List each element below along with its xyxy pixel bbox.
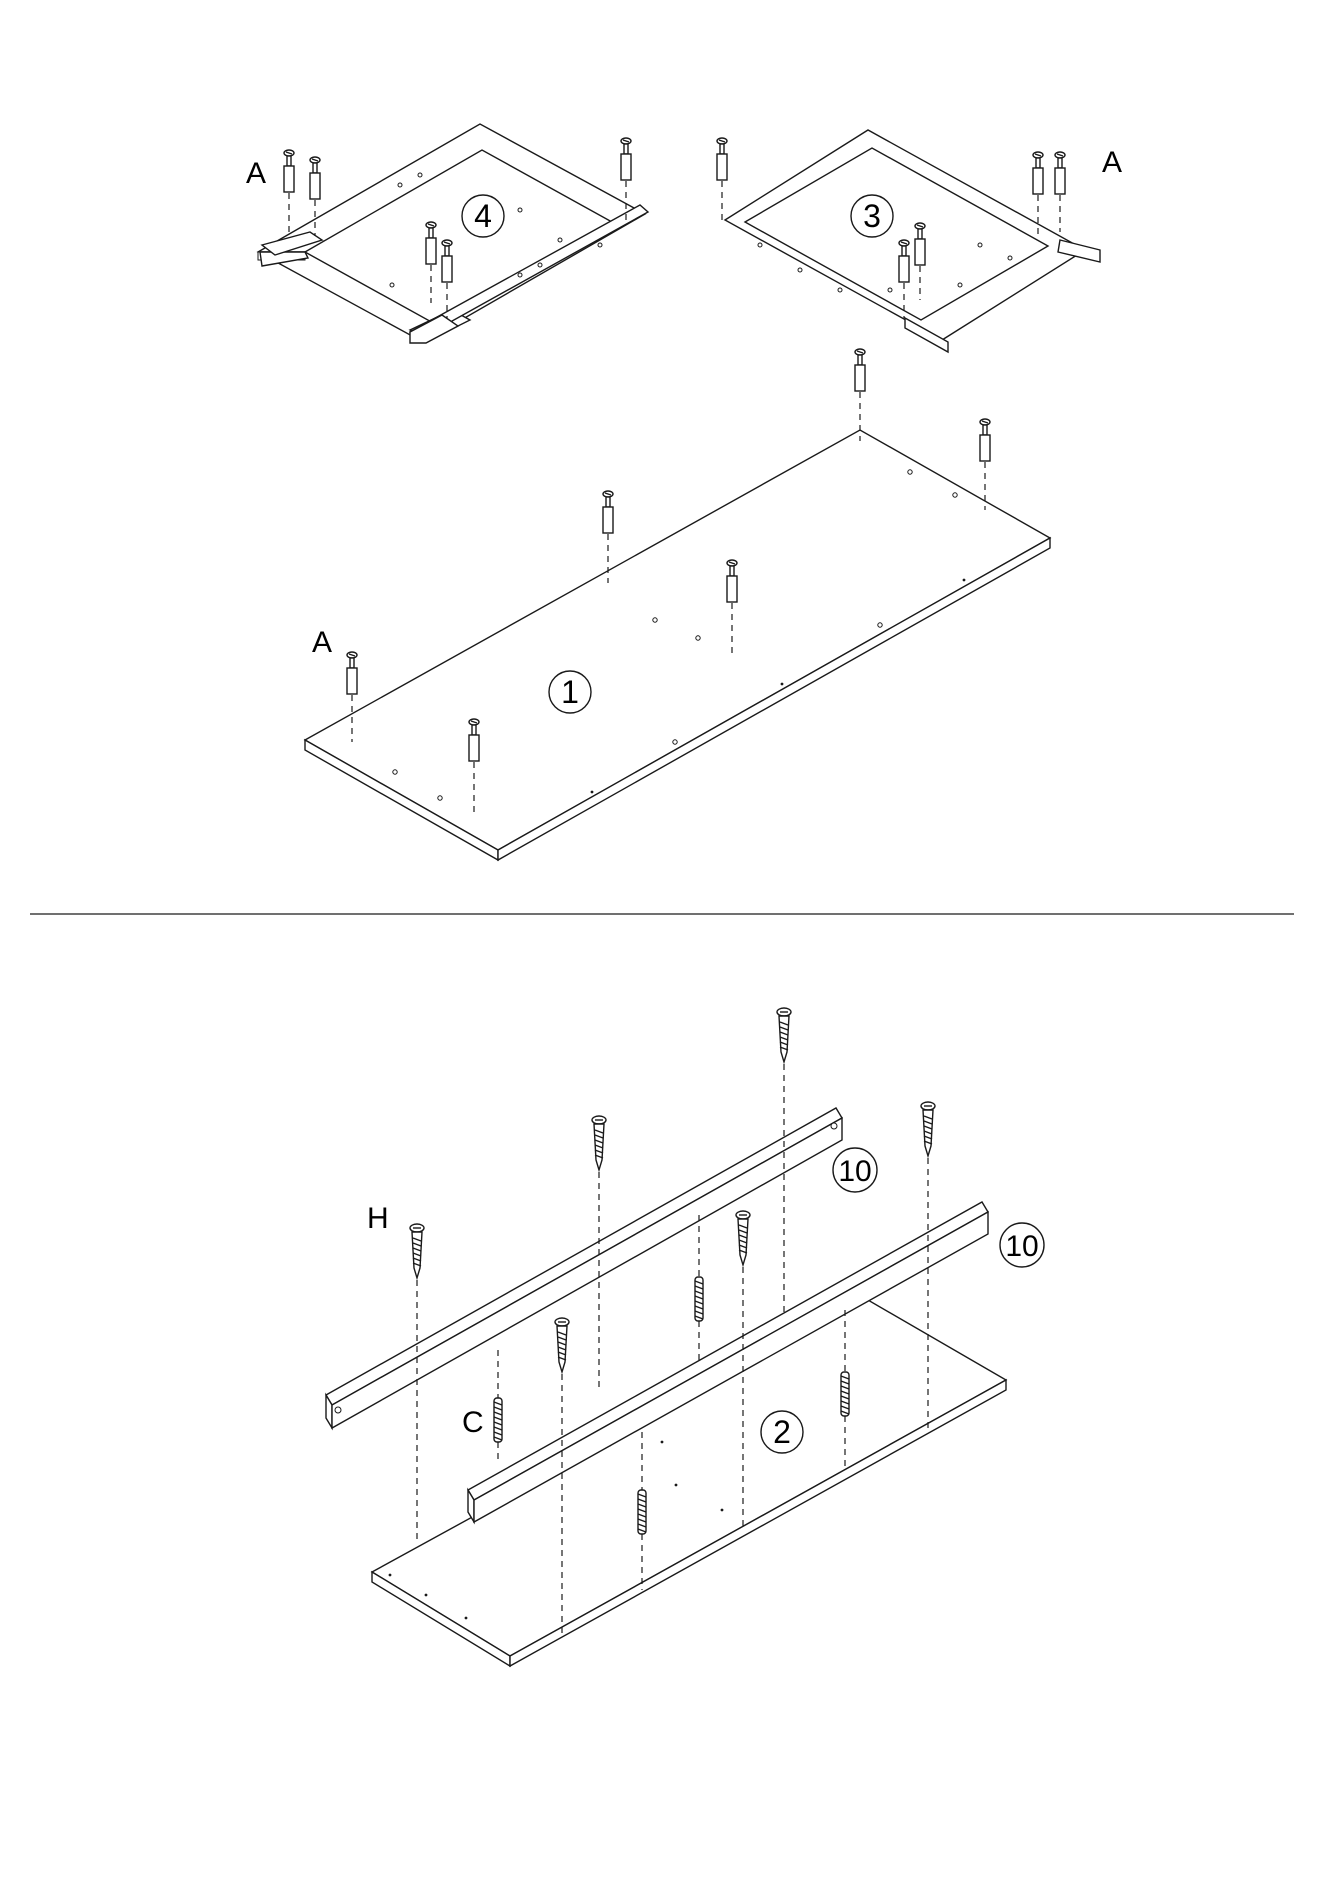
panel-part-2 <box>372 1300 1006 1666</box>
part-number-4: 4 <box>462 195 504 237</box>
wood-dowel <box>494 1350 502 1460</box>
part-number-4-text: 4 <box>474 198 492 234</box>
part-number-2-text: 2 <box>773 1414 791 1450</box>
panel-part-1 <box>305 430 1050 860</box>
fitting-label-a-main: A <box>312 626 332 659</box>
part-number-10-back: 10 <box>833 1148 877 1192</box>
step-1-diagram: A A A 4 3 1 <box>246 124 1122 860</box>
part-number-10-front: 10 <box>1000 1223 1044 1267</box>
cam-bolt-fitting <box>1055 152 1065 232</box>
frame-part-3 <box>725 130 1100 352</box>
cam-bolt-fitting <box>980 419 990 510</box>
dowel-label-c: C <box>462 1406 484 1439</box>
part-number-10-back-text: 10 <box>838 1155 871 1188</box>
part-number-10-front-text: 10 <box>1005 1230 1038 1263</box>
step-2-diagram: H C 10 10 2 <box>326 1008 1044 1666</box>
fitting-label-a-left: A <box>246 157 266 190</box>
fitting-label-a-right: A <box>1102 146 1122 179</box>
cam-bolt-fitting <box>717 138 727 222</box>
cam-bolt-fitting <box>855 349 865 441</box>
cam-bolt-fitting <box>284 150 294 236</box>
wood-dowel <box>695 1215 703 1362</box>
part-number-1: 1 <box>549 671 591 713</box>
screw-label-h: H <box>367 1202 389 1235</box>
part-number-2: 2 <box>761 1411 803 1453</box>
part-number-3: 3 <box>851 195 893 237</box>
part-number-3-text: 3 <box>863 198 881 234</box>
part-number-1-text: 1 <box>561 674 579 710</box>
